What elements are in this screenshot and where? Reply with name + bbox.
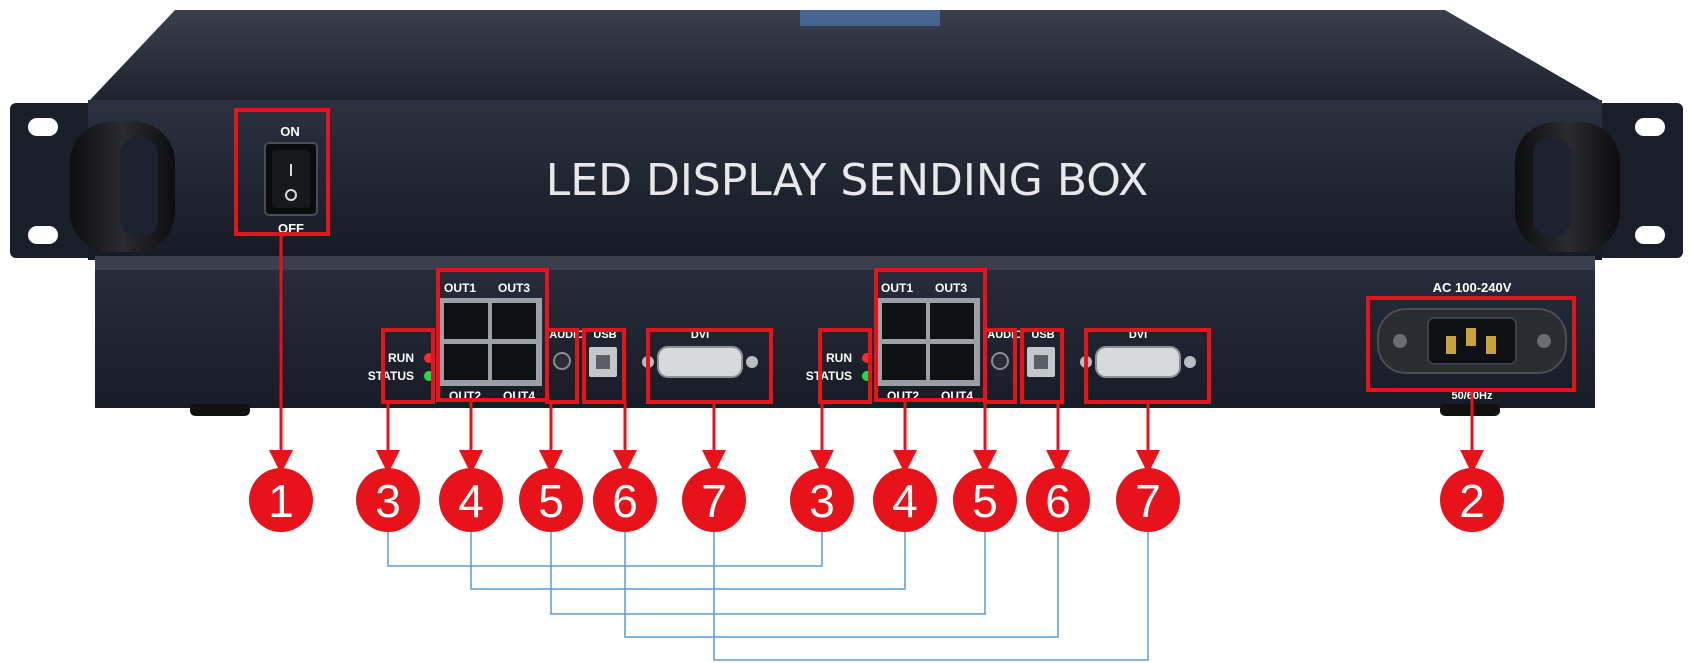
dvi-screw-right — [1184, 356, 1196, 368]
callout-box-5b — [983, 328, 1017, 404]
callout-arrows — [269, 234, 1484, 474]
callout-number: 3 — [375, 475, 401, 527]
callout-circle-4b — [873, 468, 937, 532]
callout-box-3a — [381, 328, 435, 404]
front-panel — [88, 100, 1602, 260]
audio-jack[interactable] — [991, 352, 1009, 370]
run-label: RUN — [826, 351, 852, 365]
back-unit: RUN STATUS OUT1 OUT3 OUT2 OUT4 AUDIO USB… — [95, 256, 1595, 416]
left-handle-grip — [120, 138, 158, 236]
out4-port[interactable] — [930, 344, 974, 380]
callout-number: 2 — [1459, 475, 1485, 527]
right-foot — [1440, 404, 1500, 416]
right-mount-hole-bottom — [1635, 226, 1665, 244]
callout-circle-7 — [682, 468, 746, 532]
callout-number: 4 — [892, 475, 918, 527]
pairing-lines — [387, 532, 1149, 661]
left-mount-hole-top — [28, 118, 58, 136]
callout-box-7a — [646, 328, 773, 404]
out2-port[interactable] — [444, 344, 488, 380]
callout-number: 6 — [1045, 475, 1071, 527]
top-cover — [90, 10, 1600, 100]
callout-circle-2 — [1440, 468, 1504, 532]
callout-number: 6 — [612, 475, 638, 527]
callout-circle-1 — [249, 468, 313, 532]
pair-line-5 — [550, 532, 986, 615]
out1-label: OUT1 — [444, 281, 476, 295]
port-group-a: RUN STATUS OUT1 OUT3 OUT2 OUT4 AUDIO USB… — [368, 268, 773, 404]
run-label: RUN — [388, 351, 414, 365]
switch-off-mark — [285, 189, 297, 201]
callout-box-5a — [545, 328, 579, 404]
usb-port-inner — [596, 355, 610, 369]
callout-box-6a — [582, 328, 626, 404]
iec-pin-right — [1486, 336, 1496, 354]
callout-number: 5 — [538, 475, 564, 527]
dvi-screw-right — [746, 356, 758, 368]
out1-label: OUT1 — [881, 281, 913, 295]
callout-circle-3 — [356, 468, 420, 532]
status-label: STATUS — [806, 369, 852, 383]
front-unit: LED DISPLAY SENDING BOX ON OFF — [10, 10, 1683, 260]
callout-circle-3b — [790, 468, 854, 532]
pair-line-4 — [470, 532, 906, 590]
out3-port[interactable] — [492, 303, 536, 339]
iec-pin-left — [1446, 336, 1456, 354]
callout-markers: 1 3 4 5 6 7 3 4 5 6 7 2 — [249, 468, 1504, 532]
callout-number: 1 — [268, 475, 294, 527]
callout-box-3b — [818, 328, 872, 404]
inlet-screw-right — [1537, 334, 1551, 348]
right-mount-hole-top — [1635, 118, 1665, 136]
back-panel — [95, 270, 1595, 408]
port-group-b: RUN STATUS OUT1 OUT3 OUT2 OUT4 AUDIO USB… — [806, 268, 1211, 404]
out3-port[interactable] — [930, 303, 974, 339]
left-foot — [190, 404, 250, 416]
iec-pin-center — [1466, 328, 1476, 346]
out1-port[interactable] — [882, 303, 926, 339]
power-switch[interactable]: ON OFF — [264, 124, 318, 236]
callout-box-6b — [1020, 328, 1064, 404]
device-title: LED DISPLAY SENDING BOX — [546, 155, 1148, 206]
callout-number: 5 — [972, 475, 998, 527]
out3-label: OUT3 — [498, 281, 530, 295]
dvi-connector[interactable] — [657, 346, 743, 378]
ac-voltage-label: AC 100-240V — [1433, 280, 1512, 295]
status-label: STATUS — [368, 369, 414, 383]
callout-number: 7 — [701, 475, 727, 527]
callout-number: 3 — [809, 475, 835, 527]
callout-number: 4 — [458, 475, 484, 527]
pair-line-7 — [713, 532, 1149, 661]
top-label-sticker — [800, 10, 940, 26]
out2-port[interactable] — [882, 344, 926, 380]
switch-on-label: ON — [280, 124, 300, 139]
audio-jack[interactable] — [553, 352, 571, 370]
pair-line-6 — [624, 532, 1059, 638]
callout-circle-6 — [593, 468, 657, 532]
right-handle-grip — [1533, 138, 1571, 236]
callout-circle-7b — [1116, 468, 1180, 532]
callout-circle-4 — [439, 468, 503, 532]
left-mount-hole-bottom — [28, 226, 58, 244]
out1-port[interactable] — [444, 303, 488, 339]
pair-line-3 — [387, 532, 823, 567]
callout-number: 7 — [1135, 475, 1161, 527]
callout-circle-5b — [953, 468, 1017, 532]
usb-port-inner — [1034, 355, 1048, 369]
dvi-connector[interactable] — [1095, 346, 1181, 378]
out3-label: OUT3 — [935, 281, 967, 295]
inlet-screw-left — [1393, 334, 1407, 348]
switch-rocker — [272, 150, 310, 208]
callout-circle-6b — [1026, 468, 1090, 532]
callout-circle-5 — [519, 468, 583, 532]
out4-port[interactable] — [492, 344, 536, 380]
